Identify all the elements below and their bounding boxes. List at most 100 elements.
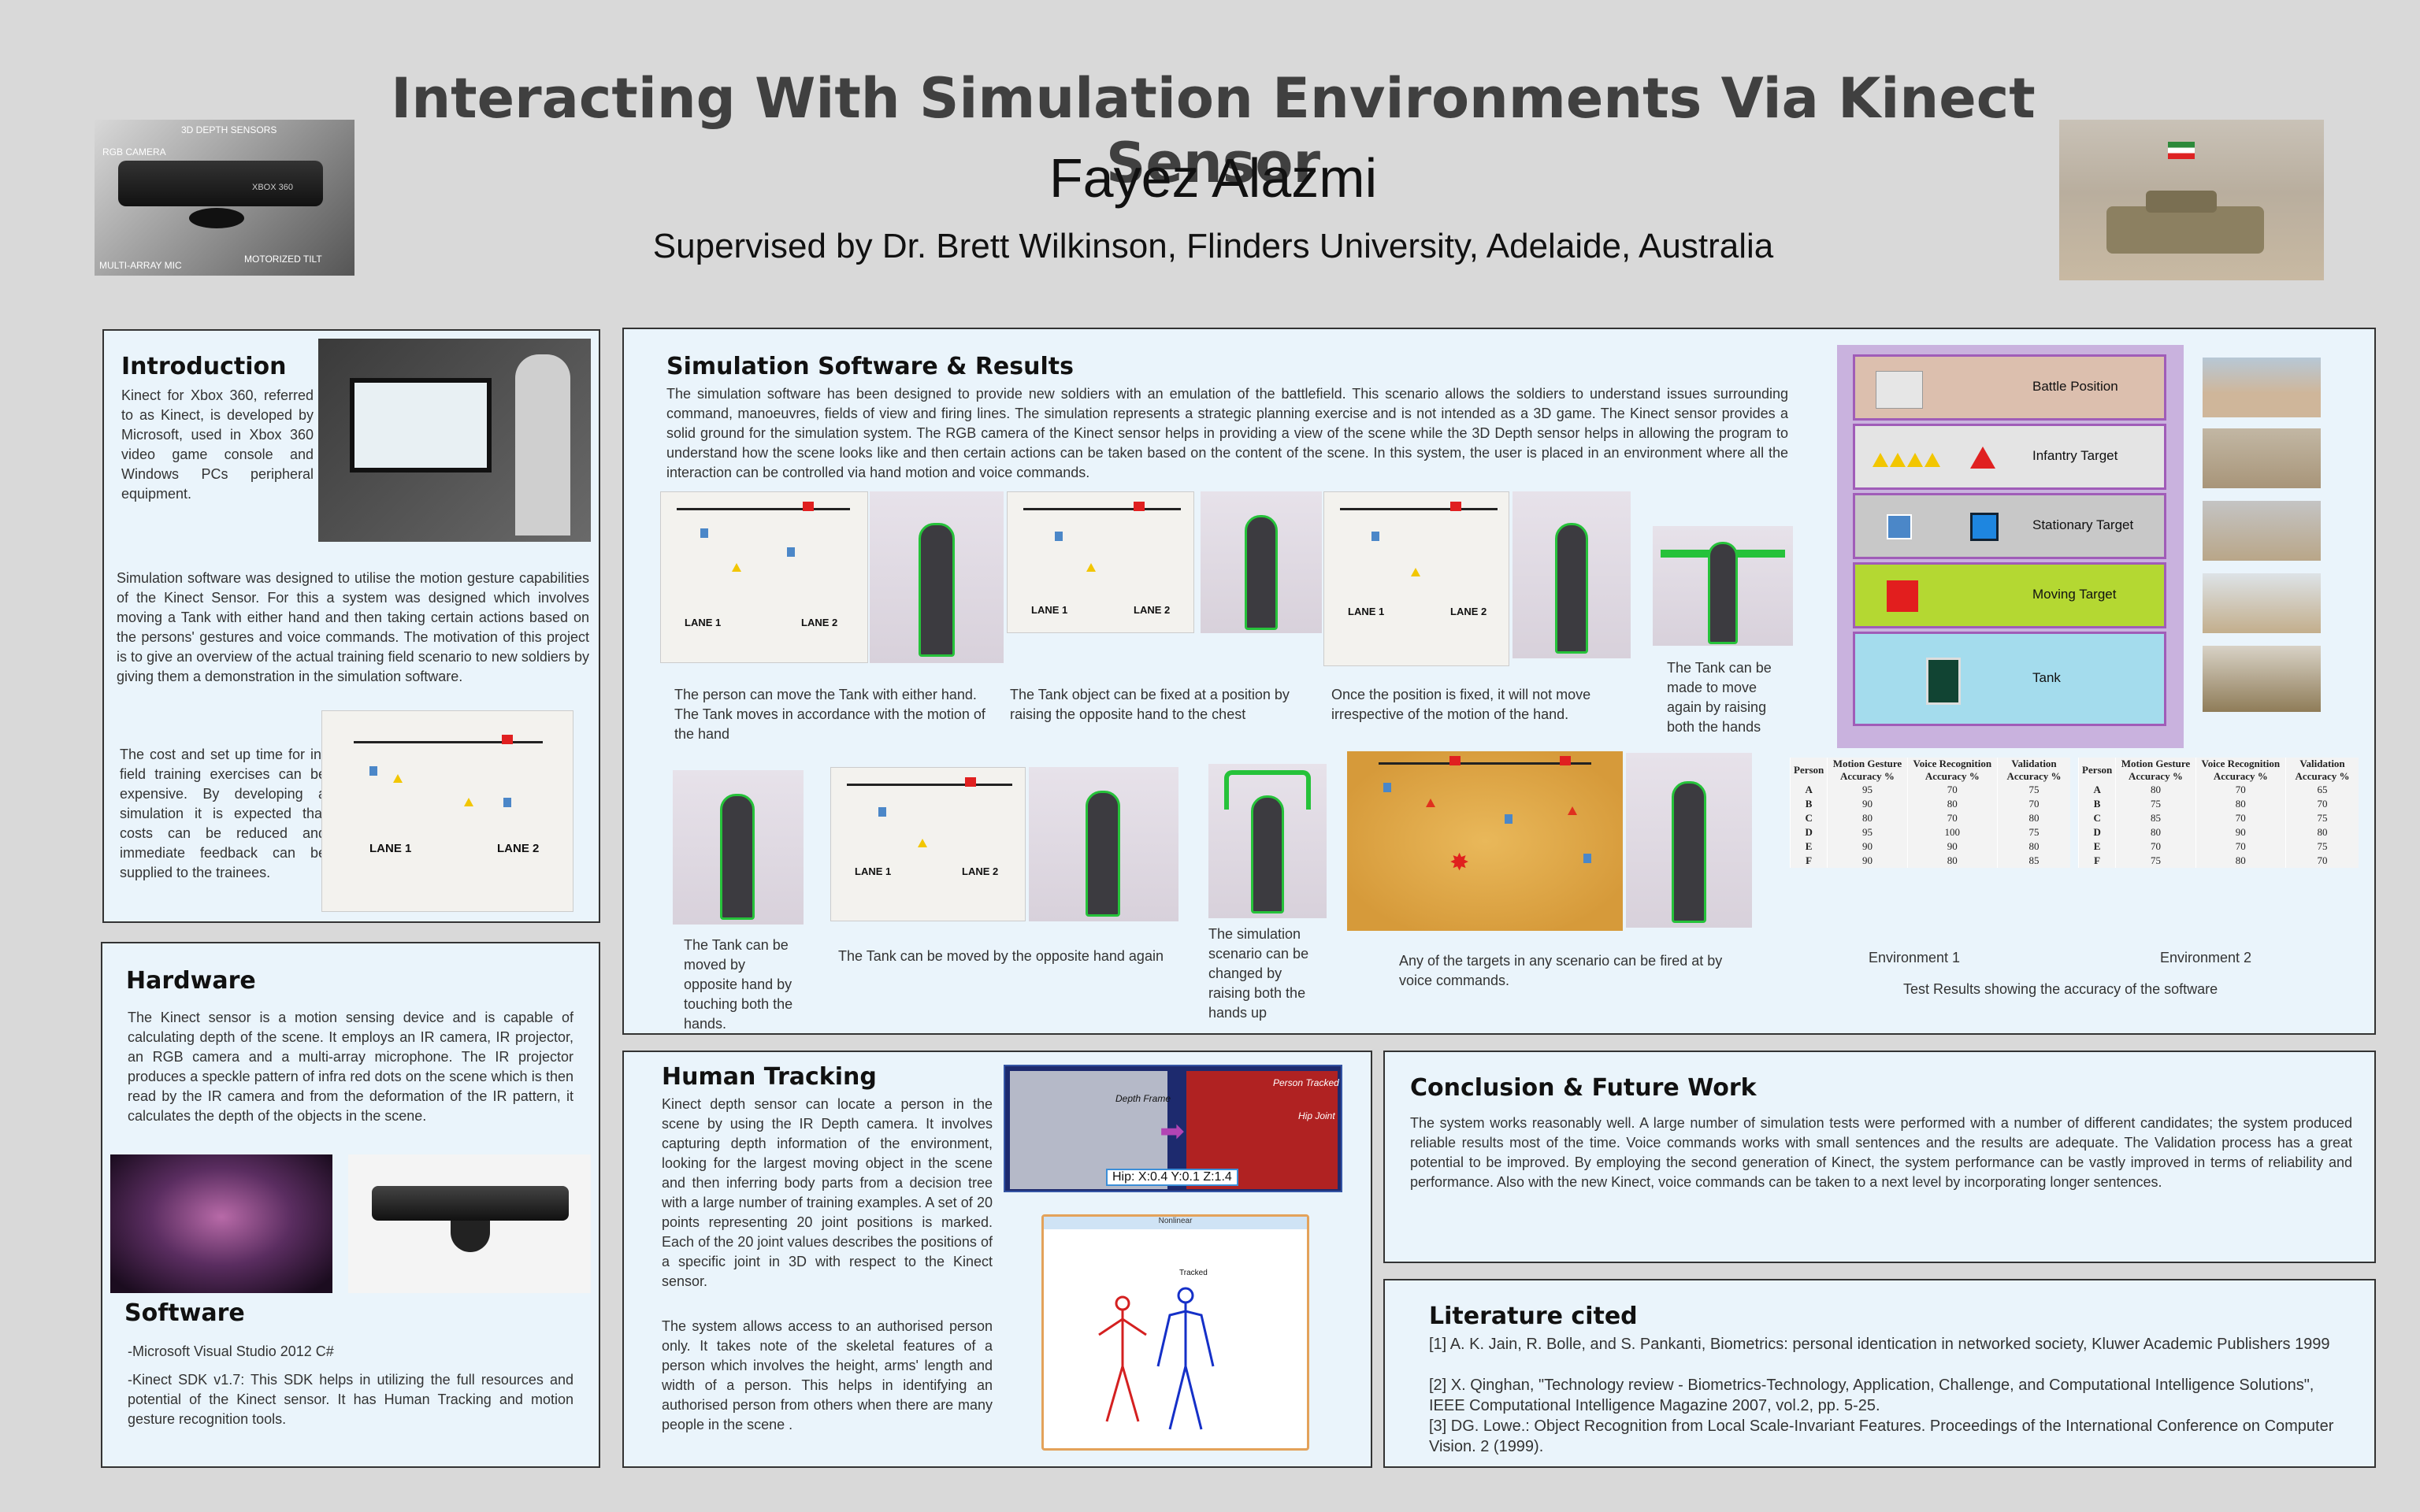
- table-cell: 70: [2195, 783, 2286, 797]
- table-cell: 70: [1997, 797, 2070, 811]
- sim-person-photo-4: [1653, 526, 1793, 646]
- table-cell: 75: [2115, 854, 2196, 868]
- human-tracking-text1: Kinect depth sensor can locate a person …: [662, 1096, 993, 1289]
- env1-label: Environment 1: [1869, 950, 1961, 965]
- person-shape: [515, 354, 570, 536]
- lane2-label: LANE 2: [1450, 606, 1487, 617]
- skeleton-drawing: [1098, 1287, 1215, 1430]
- caption-7: The simulation scenario can be changed b…: [1208, 926, 1309, 1021]
- legend-box: Battle Position Infantry Target Stationa…: [1837, 345, 2184, 748]
- table-cell: 80: [2195, 854, 2286, 868]
- kinect-device-shape: [118, 161, 323, 206]
- table-cell: 90: [1906, 839, 1998, 854]
- table-cell: B: [1789, 797, 1828, 811]
- lane2-label: LANE 2: [962, 865, 999, 877]
- skeleton-body-shape: [1251, 795, 1284, 914]
- lane1-label: LANE 1: [855, 865, 892, 877]
- kinect-label: MULTI-ARRAY MIC: [99, 260, 182, 271]
- skeleton-body-shape: [1672, 781, 1706, 923]
- software-heading: Software: [124, 1299, 245, 1327]
- table-cell: 70: [2115, 839, 2196, 854]
- hip-joint-label: Hip Joint: [1298, 1110, 1335, 1121]
- literature-panel: Literature cited [1] A. K. Jain, R. Boll…: [1383, 1279, 2376, 1468]
- table-header: Voice Recognition Accuracy %: [1906, 758, 1998, 783]
- skeleton-body-shape: [1555, 523, 1588, 654]
- table-cell: C: [2077, 811, 2116, 825]
- tank-icon: [1926, 658, 1961, 705]
- sim-person-photo-7: [1208, 764, 1327, 918]
- map-triangle: [918, 839, 927, 847]
- map-square: [1505, 814, 1512, 824]
- thumb-desert-4: [2203, 573, 2321, 633]
- env2-label: Environment 2: [2160, 950, 2252, 965]
- person-tracked-label: Person Tracked: [1273, 1077, 1339, 1088]
- sim-person-photo-2: [1201, 491, 1322, 633]
- table-cell: 70: [1906, 811, 1998, 825]
- map-square: [878, 807, 886, 817]
- table-cell: 80: [2115, 783, 2196, 797]
- table-cell: 75: [1997, 825, 2070, 839]
- table-header: Person: [1789, 758, 1828, 783]
- lane1-label: LANE 1: [369, 842, 412, 855]
- table-cell: 75: [2285, 839, 2359, 854]
- hardware-text: The Kinect sensor is a motion sensing de…: [128, 1010, 573, 1124]
- map-bar: [847, 784, 1012, 786]
- table-cell: D: [1789, 825, 1828, 839]
- intro-lane-map: LANE 1 LANE 2: [321, 710, 573, 912]
- map-triangle: [1411, 568, 1420, 576]
- map-red-square: [1560, 756, 1571, 765]
- table-cell: 70: [2285, 854, 2359, 868]
- skeleton-body-shape: [1245, 515, 1278, 630]
- sim-map-1: LANE 1 LANE 2: [660, 491, 868, 663]
- kinect-label: 3D DEPTH SENSORS: [181, 124, 277, 135]
- human-tracking-text2: The system allows access to an authorise…: [662, 1318, 993, 1432]
- table-cell: F: [2077, 854, 2116, 868]
- map-red-square: [803, 502, 814, 511]
- kinect-photo: 3D DEPTH SENSORS RGB CAMERA XBOX 360 MUL…: [95, 120, 354, 276]
- sim-map-4: LANE 1 LANE 2: [830, 767, 1026, 921]
- sim-person-photo-8: [1626, 753, 1752, 928]
- table-header: Validation Accuracy %: [2285, 758, 2359, 783]
- hardware-panel: Hardware The Kinect sensor is a motion s…: [101, 942, 600, 1468]
- human-tracking-heading: Human Tracking: [662, 1063, 877, 1091]
- table-cell: 80: [2285, 825, 2359, 839]
- software-line2: -Kinect SDK v1.7: This SDK helps in util…: [128, 1372, 573, 1427]
- map-red-square: [1450, 502, 1461, 511]
- map-square: [1371, 532, 1379, 541]
- introduction-p2: Simulation software was designed to util…: [117, 570, 589, 684]
- monitor-shape: [350, 378, 492, 472]
- skeleton-body-shape: [919, 523, 955, 657]
- hip-coords-text: Hip: X:0.4 Y:0.1 Z:1.4: [1112, 1170, 1232, 1184]
- desert-target-map: ✸: [1347, 751, 1623, 931]
- map-red-square: [1449, 756, 1461, 765]
- poster-title: Interacting With Simulation Environments…: [391, 66, 2036, 195]
- legend-label: Battle Position: [2032, 379, 2118, 394]
- sim-map-2: LANE 1 LANE 2: [1007, 491, 1194, 633]
- table-cell: B: [2077, 797, 2116, 811]
- hip-coords-badge: Hip: X:0.4 Y:0.1 Z:1.4: [1106, 1169, 1238, 1186]
- sim-person-photo-6: [1029, 767, 1178, 921]
- legend-infantry-target: Infantry Target: [1853, 424, 2166, 490]
- table-cell: A: [2077, 783, 2116, 797]
- map-triangle: [1568, 806, 1577, 815]
- table-cell: 95: [1827, 783, 1908, 797]
- table-cell: 75: [2285, 811, 2359, 825]
- lane2-label: LANE 2: [1134, 604, 1171, 616]
- sim-map-3: LANE 1 LANE 2: [1323, 491, 1509, 666]
- legend-label: Tank: [2032, 670, 2061, 685]
- table-cell: 85: [2115, 811, 2196, 825]
- infantry-icon: [1924, 453, 1940, 467]
- map-square: [700, 528, 708, 538]
- table-cell: 80: [1827, 811, 1908, 825]
- blue-skeleton: [1156, 1287, 1215, 1430]
- map-triangle: [1426, 799, 1435, 807]
- simulation-panel: Simulation Software & Results The simula…: [622, 328, 2376, 1035]
- table-cell: E: [1789, 839, 1828, 854]
- supervisor-line: Supervised by Dr. Brett Wilkinson, Flind…: [652, 227, 1774, 265]
- thumb-desert-1: [2203, 358, 2321, 417]
